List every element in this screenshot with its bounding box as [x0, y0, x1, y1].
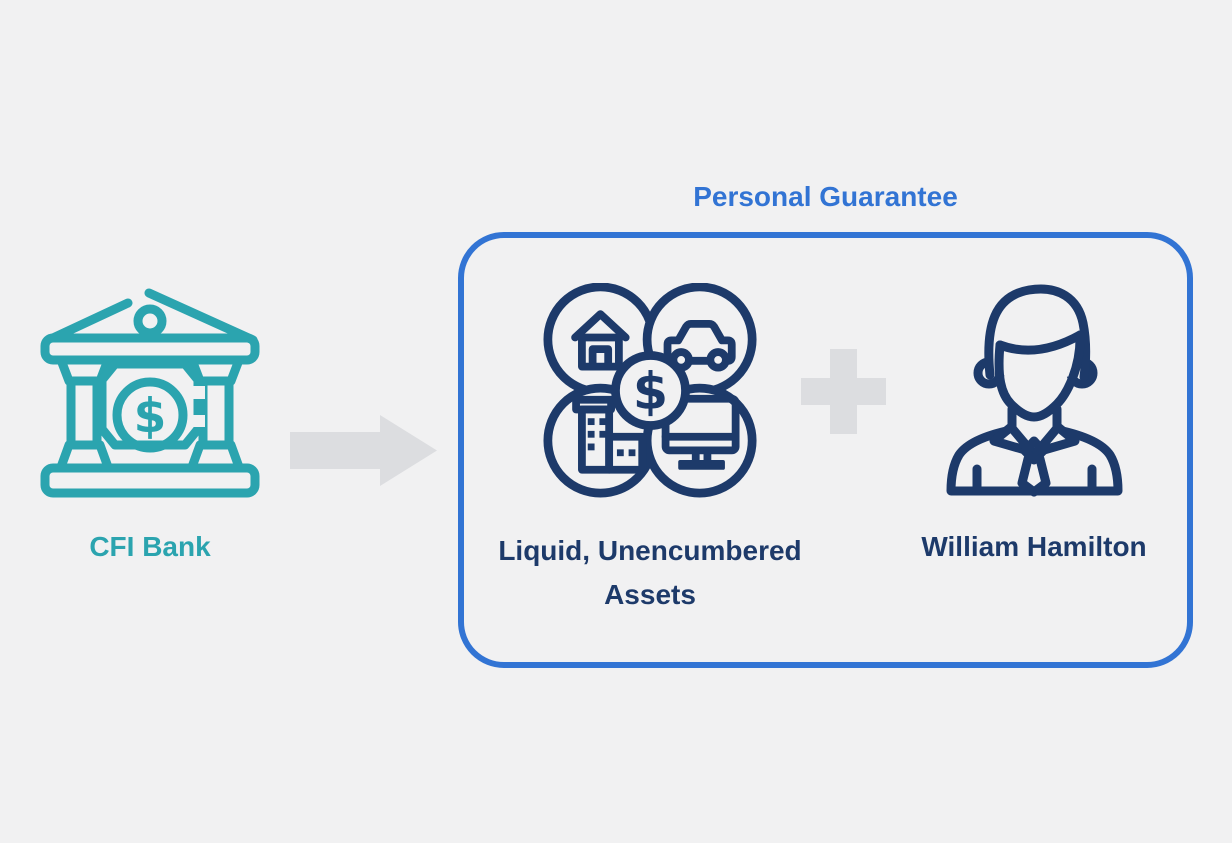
svg-text:$: $: [134, 389, 167, 444]
bank-label: CFI Bank: [89, 531, 211, 562]
assets-label: Liquid, Unencumbered Assets: [480, 529, 820, 617]
businessman-icon: [937, 283, 1132, 498]
person-label: William Hamilton: [921, 531, 1147, 562]
plus-icon: [801, 349, 886, 434]
right-arrow-icon: [290, 415, 438, 486]
svg-text:$: $: [633, 361, 668, 420]
bank-icon: $: [40, 287, 260, 500]
assets-label-line1: Liquid, Unencumbered: [498, 535, 802, 566]
guarantee-box-title: Personal Guarantee: [693, 181, 958, 212]
guarantee-box: [458, 232, 1193, 668]
assets-cluster-icon: $: [543, 283, 758, 498]
assets-label-line2: Assets: [604, 579, 696, 610]
